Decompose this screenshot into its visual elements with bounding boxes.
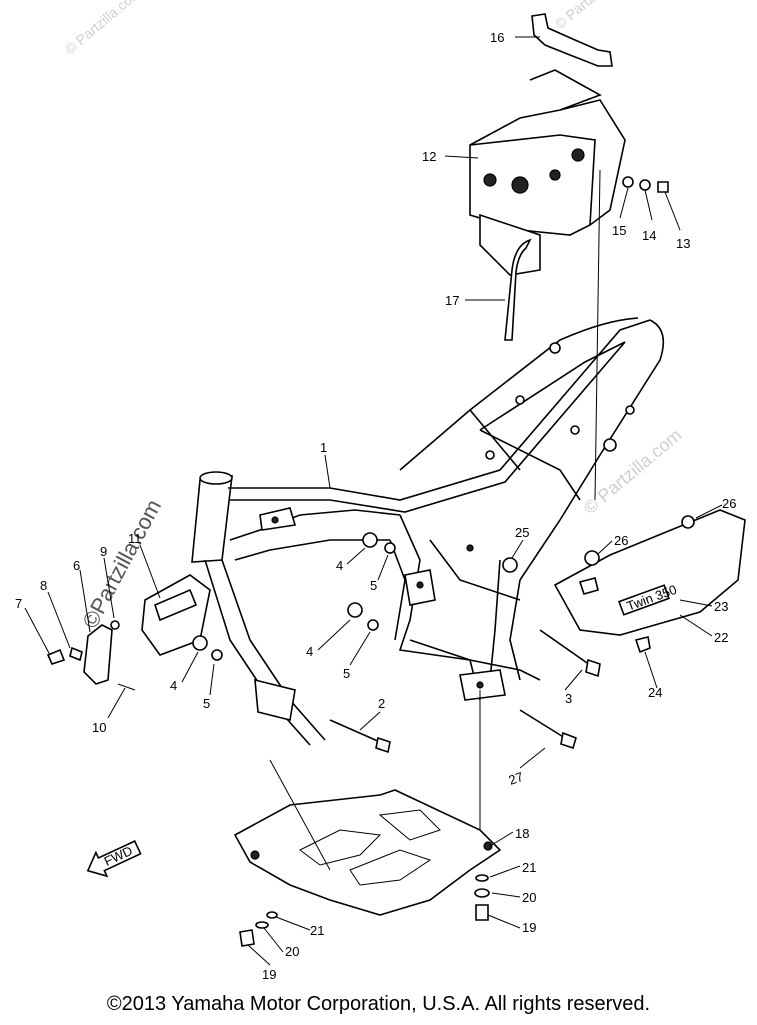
- nut: [347, 602, 363, 618]
- washer: [211, 649, 223, 661]
- side-cover: Twin 350: [553, 509, 746, 636]
- callout-8: 8: [40, 578, 47, 593]
- battery-box: [469, 69, 626, 276]
- callout-18: 18: [515, 826, 529, 841]
- callout-4: 4: [170, 678, 177, 693]
- callout-3: 3: [565, 691, 572, 706]
- copyright-notice: ©2013 Yamaha Motor Corporation, U.S.A. A…: [106, 993, 651, 1015]
- skid-bolts-right: [474, 874, 490, 921]
- callout-27: 27: [507, 769, 526, 788]
- callout-11: 11: [128, 531, 142, 546]
- nut: [362, 532, 378, 548]
- callout-7: 7: [15, 596, 22, 611]
- bolt-27: [519, 709, 577, 750]
- guide-line: [269, 759, 331, 871]
- bolt-2: [329, 719, 391, 754]
- bolt-set-13-15: [622, 176, 669, 193]
- callout-19: 19: [522, 920, 536, 935]
- callout-5: 5: [203, 696, 210, 711]
- callout-9: 9: [100, 544, 107, 559]
- callout-26: 26: [722, 496, 736, 511]
- watermark: © Partzilla.com: [62, 0, 145, 57]
- callout-20: 20: [522, 890, 536, 905]
- callout-22: 22: [714, 630, 728, 645]
- callout-21: 21: [310, 923, 324, 938]
- grommet: [584, 550, 600, 566]
- callout-25: 25: [515, 525, 529, 540]
- grommet: [502, 557, 518, 573]
- watermark: © Partzilla.com: [552, 0, 635, 32]
- callout-5: 5: [370, 578, 377, 593]
- callouts: 1 2 3 4 4 4 5 5 5 6 7 8 9 10 11 12 13 14…: [15, 30, 736, 982]
- callout-6: 6: [73, 558, 80, 573]
- callout-13: 13: [676, 236, 690, 251]
- callout-4: 4: [336, 558, 343, 573]
- grommet: [681, 515, 695, 529]
- bolt-3: [539, 629, 601, 678]
- washer: [384, 542, 396, 554]
- callout-10: 10: [92, 720, 106, 735]
- bolt: [634, 636, 651, 654]
- callout-5: 5: [343, 666, 350, 681]
- skid-plate: [233, 789, 502, 916]
- callout-15: 15: [612, 223, 626, 238]
- callout-2: 2: [378, 696, 385, 711]
- callout-16: 16: [490, 30, 504, 45]
- nut: [192, 635, 208, 651]
- callout-24: 24: [648, 685, 662, 700]
- callout-12: 12: [422, 149, 436, 164]
- guide-line: [594, 169, 601, 501]
- callout-1: 1: [320, 440, 327, 455]
- air-duct: [141, 574, 211, 656]
- callout-17: 17: [445, 293, 459, 308]
- leader-lines: [24, 36, 723, 966]
- breather-hose: [504, 238, 532, 341]
- callout-20: 20: [285, 944, 299, 959]
- fwd-arrow: FWD: [86, 840, 142, 878]
- callout-26: 26: [614, 533, 628, 548]
- side-cover-small: [46, 620, 136, 691]
- callout-14: 14: [642, 228, 656, 243]
- callout-4: 4: [306, 644, 313, 659]
- skid-bolts-left: [239, 911, 278, 947]
- callout-23: 23: [714, 599, 728, 614]
- callout-21: 21: [522, 860, 536, 875]
- battery-strap: [531, 13, 613, 67]
- frame-main: [191, 317, 665, 746]
- washer: [367, 619, 379, 631]
- callout-19: 19: [262, 967, 276, 982]
